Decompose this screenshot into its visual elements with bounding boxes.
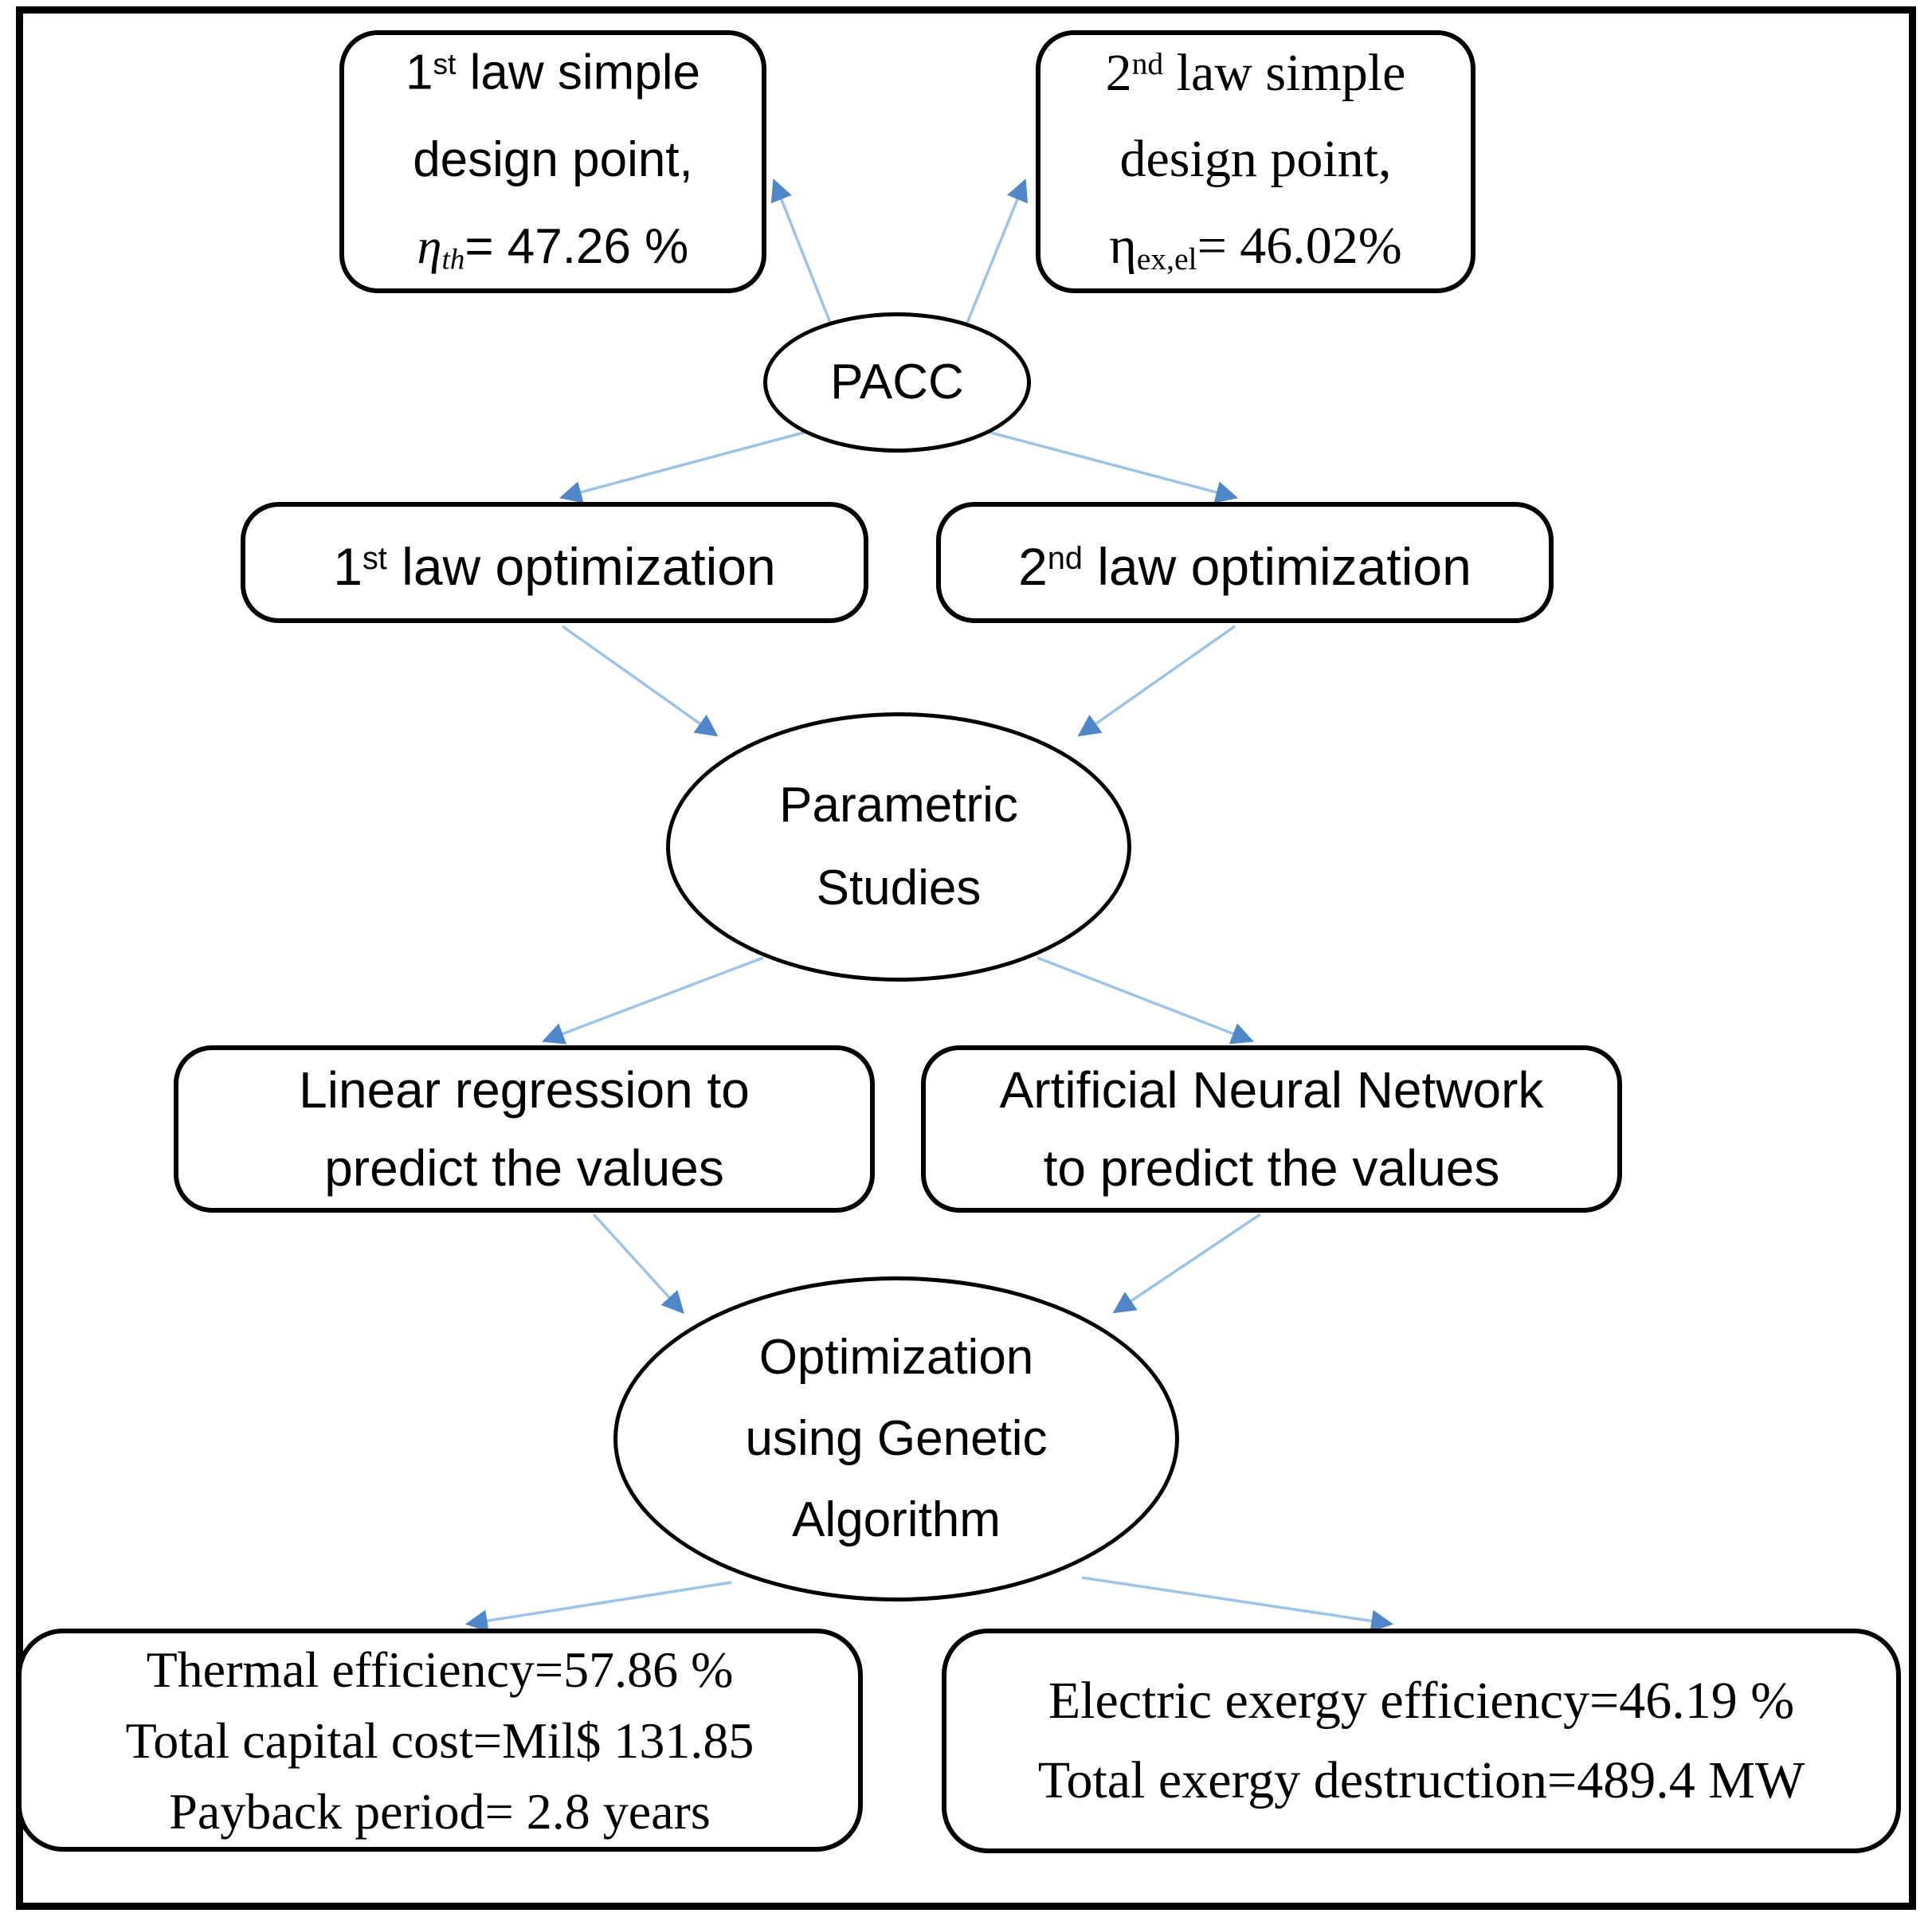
- first-law-design-point-box: 1st law simple design point, ηth= 47.26 …: [339, 30, 766, 293]
- genetic-line2: using Genetic: [745, 1411, 1048, 1466]
- eta-ex-el-symbol: η: [1109, 217, 1137, 276]
- parametric-line2: Studies: [816, 860, 982, 915]
- exergy-results-line2: Total exergy destruction=489.4 MW: [1037, 1751, 1805, 1809]
- second-law-design-line2: design point,: [1119, 130, 1392, 189]
- linear-regression-line1: Linear regression to: [299, 1061, 750, 1119]
- genetic-line1: Optimization: [758, 1330, 1034, 1385]
- second-law-optimization-box: 2nd law optimization: [936, 502, 1554, 623]
- parametric-studies-ellipse: Parametric Studies: [666, 712, 1131, 982]
- second-law-optimization-label: 2nd law optimization: [1018, 536, 1472, 596]
- genetic-line3: Algorithm: [792, 1492, 1001, 1547]
- arrow-first-law-opt-to-parametric: [561, 625, 719, 737]
- exergy-results-box: Electric exergy efficiency=46.19 % Total…: [942, 1629, 1901, 1853]
- first-law-design-line3: ηth= 47.26 %: [417, 218, 689, 276]
- arrow-pacc-to-second-law-design: [962, 178, 1029, 331]
- arrow-pacc-to-first-law-design: [770, 178, 835, 331]
- arrow-pacc-to-second-law-optimization: [987, 430, 1239, 504]
- pacc-label: PACC: [830, 355, 964, 410]
- second-law-design-line3: ηex,el= 46.02%: [1109, 217, 1402, 277]
- ann-line1: Artificial Neural Network: [999, 1061, 1544, 1119]
- thermal-results-line2: Total capital cost=Mil$ 131.85: [125, 1711, 754, 1769]
- pacc-ellipse: PACC: [763, 312, 1031, 453]
- eta-th-symbol: η: [417, 219, 442, 274]
- first-law-design-line2: design point,: [413, 131, 693, 187]
- thermal-results-box: Thermal efficiency=57.86 % Total capital…: [17, 1629, 863, 1852]
- figure-border: [16, 6, 1916, 1910]
- arrow-ann-to-genetic: [1112, 1213, 1261, 1314]
- arrow-genetic-to-exergy-results: [1081, 1576, 1394, 1633]
- parametric-line1: Parametric: [779, 778, 1018, 833]
- exergy-results-line1: Electric exergy efficiency=46.19 %: [1048, 1672, 1795, 1730]
- first-law-optimization-box: 1st law optimization: [241, 502, 868, 623]
- linear-regression-box: Linear regression to predict the values: [174, 1045, 875, 1213]
- ann-line2: to predict the values: [1043, 1139, 1500, 1197]
- arrow-linear-regression-to-genetic: [592, 1213, 684, 1315]
- arrow-parametric-to-linear-regression: [542, 956, 764, 1045]
- second-law-design-line1: 2nd law simple: [1105, 43, 1406, 102]
- eta-ex-el-subscript: ex,el: [1136, 241, 1197, 277]
- arrow-parametric-to-ann: [1037, 956, 1254, 1045]
- thermal-results-line3: Payback period= 2.8 years: [169, 1782, 711, 1840]
- first-law-optimization-label: 1st law optimization: [333, 536, 776, 596]
- linear-regression-line2: predict the values: [324, 1139, 724, 1197]
- thermal-results-line1: Thermal efficiency=57.86 %: [146, 1641, 734, 1698]
- eta-th-subscript: th: [441, 243, 465, 276]
- arrow-second-law-opt-to-parametric: [1077, 625, 1236, 737]
- first-law-design-line1: 1st law simple: [405, 45, 701, 100]
- ann-box: Artificial Neural Network to predict the…: [921, 1045, 1622, 1213]
- arrow-genetic-to-thermal-results: [464, 1581, 732, 1633]
- arrow-pacc-to-first-law-optimization: [558, 430, 807, 504]
- second-law-design-point-box: 2nd law simple design point, ηex,el= 46.…: [1036, 30, 1475, 293]
- genetic-algorithm-ellipse: Optimization using Genetic Algorithm: [613, 1276, 1179, 1601]
